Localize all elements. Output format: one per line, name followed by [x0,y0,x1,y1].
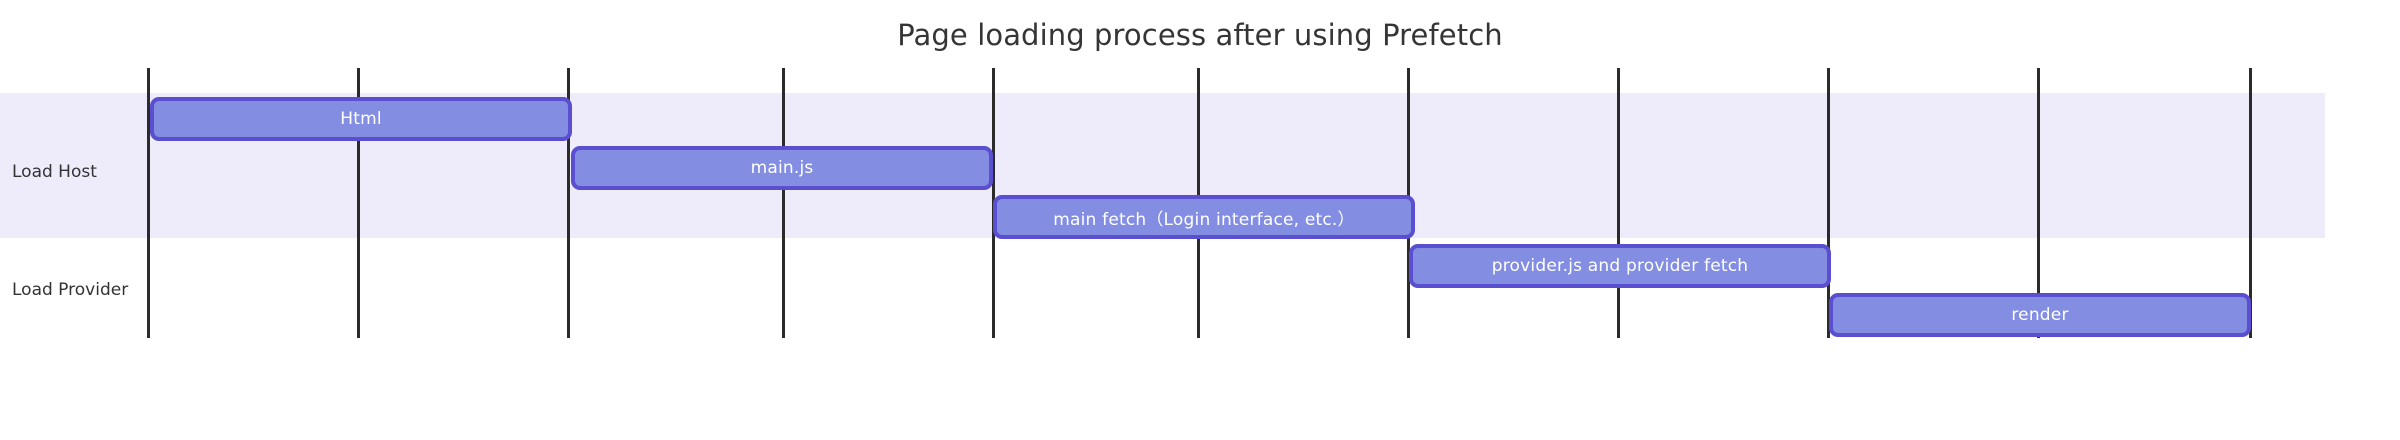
gridline-9 [2037,68,2040,338]
page-title: Page loading process after using Prefetc… [897,18,1503,52]
timeline-bar-label: provider.js and provider fetch [1491,256,1749,276]
timeline-bar-label: main fetch（Login interface, etc.） [1053,209,1355,230]
gridline-0 [147,68,150,338]
row-label-load-provider: Load Provider [12,280,129,300]
gridline-3 [782,68,785,338]
timeline-bar-label: main.js [750,158,814,178]
timeline-bar-label: Html [340,109,382,129]
gridline-1 [357,68,360,338]
timeline-bar-label: render [2011,305,2069,325]
timeline-bar-2[interactable]: main fetch（Login interface, etc.） [993,195,1415,239]
gridline-8 [1827,68,1830,338]
gridline-2 [567,68,570,338]
row-label-load-host: Load Host [12,162,97,182]
gridline-10 [2249,68,2252,338]
timeline-bar-4[interactable]: render [1829,293,2251,337]
timeline-bar-1[interactable]: main.js [571,146,993,190]
gridline-7 [1617,68,1620,338]
timeline-bar-0[interactable]: Html [150,97,572,141]
timeline-bar-3[interactable]: provider.js and provider fetch [1409,244,1831,288]
